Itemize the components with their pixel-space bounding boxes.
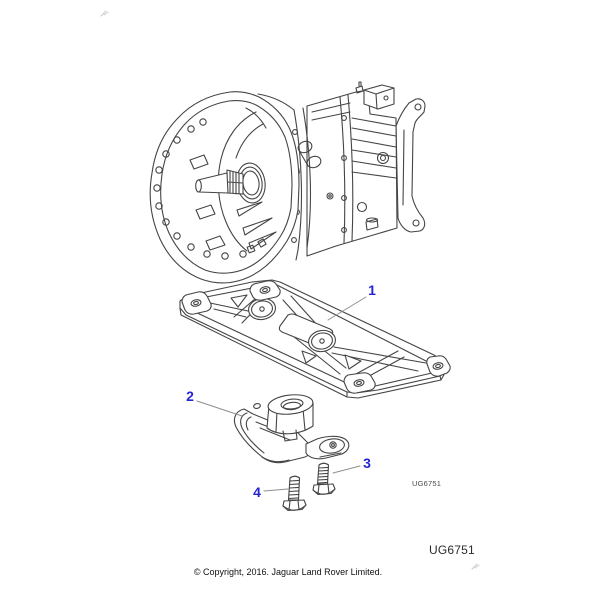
crossmember-illustration	[179, 279, 451, 399]
registration-marks	[100, 10, 480, 570]
copyright-text: © Copyright, 2016. Jaguar Land Rover Lim…	[193, 567, 383, 577]
callout-3[interactable]: 3	[363, 455, 371, 471]
callout-leader-lines	[196, 296, 367, 492]
callout-2[interactable]: 2	[186, 388, 194, 404]
leader-line-2	[196, 400, 243, 417]
figure-code-large: UG6751	[429, 543, 475, 557]
bolt-3-illustration	[312, 462, 336, 496]
callout-4[interactable]: 4	[253, 484, 261, 500]
callout-1[interactable]: 1	[368, 282, 376, 298]
mount-illustration	[233, 394, 350, 464]
gearbox-illustration	[149, 81, 426, 284]
bolt-4-illustration	[282, 475, 307, 512]
leader-line-1	[327, 296, 367, 321]
leader-line-3	[332, 465, 361, 474]
figure-code-small: UG6751	[412, 479, 442, 488]
leader-line-4	[263, 488, 289, 492]
